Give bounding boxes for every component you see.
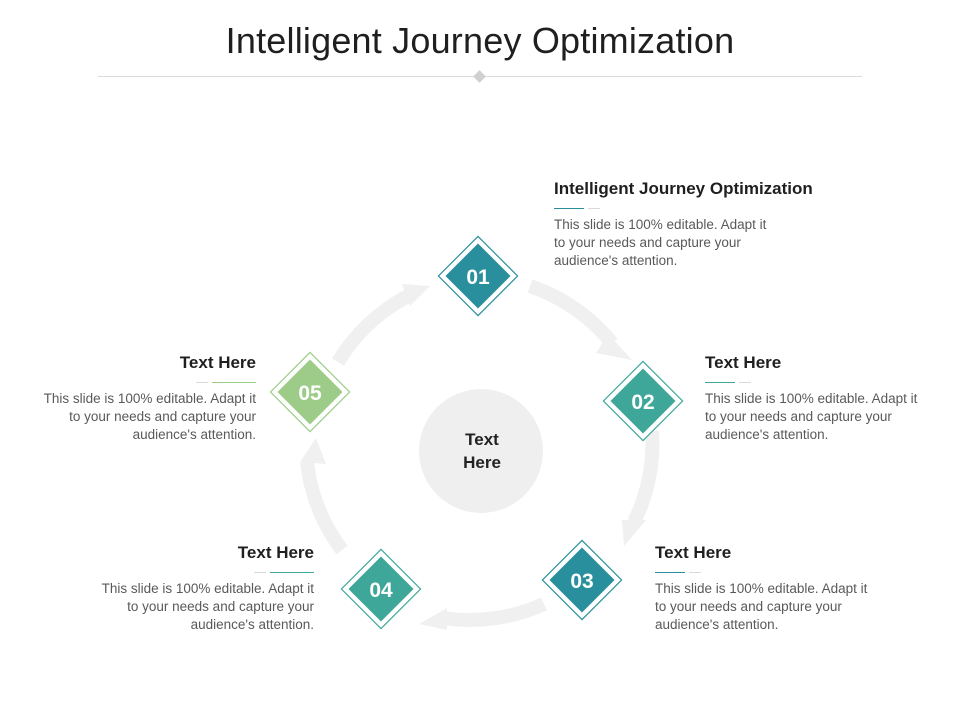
step-number-01: 01 xyxy=(466,266,490,289)
arc-03-04 xyxy=(441,597,547,627)
step-04-underline xyxy=(254,572,314,574)
step-04-text: Text Here This slide is 100% editable. A… xyxy=(88,543,314,634)
arrowhead-to-05 xyxy=(300,438,326,464)
step-number-03: 03 xyxy=(570,570,593,593)
arrowhead-to-04 xyxy=(419,608,447,630)
step-05-underline xyxy=(196,382,256,384)
step-number-05: 05 xyxy=(298,382,322,405)
step-05-heading: Text Here xyxy=(179,353,256,372)
step-marker-04: 04 xyxy=(340,548,422,630)
arrowhead-to-02 xyxy=(596,334,632,360)
step-05-description: This slide is 100% editable. Adapt it to… xyxy=(43,391,256,442)
step-marker-01: 01 xyxy=(437,235,519,317)
center-circle xyxy=(419,389,543,513)
step-number-02: 02 xyxy=(631,391,654,414)
step-marker-02: 02 xyxy=(602,360,684,442)
step-01-underline xyxy=(554,208,614,210)
step-marker-05: 05 xyxy=(269,351,351,433)
step-02-text: Text Here This slide is 100% editable. A… xyxy=(705,353,931,444)
center-label-line2: Here xyxy=(463,453,501,472)
arc-02-03 xyxy=(627,430,660,526)
step-03-heading: Text Here xyxy=(655,543,732,562)
arc-01-02 xyxy=(527,279,618,348)
step-01-text: Intelligent Journey Optimization This sl… xyxy=(554,179,854,270)
step-02-heading: Text Here xyxy=(705,353,782,372)
step-04-heading: Text Here xyxy=(237,543,314,562)
step-04-description: This slide is 100% editable. Adapt it to… xyxy=(101,581,314,632)
step-03-description: This slide is 100% editable. Adapt it to… xyxy=(655,581,868,632)
arc-04-05 xyxy=(300,461,348,555)
step-03-underline xyxy=(655,572,715,574)
step-02-description: This slide is 100% editable. Adapt it to… xyxy=(705,391,918,442)
slide-title: Intelligent Journey Optimization xyxy=(225,20,735,61)
arrowhead-to-01 xyxy=(402,284,430,306)
step-01-description: This slide is 100% editable. Adapt it to… xyxy=(554,217,767,268)
step-03-text: Text Here This slide is 100% editable. A… xyxy=(655,543,881,634)
step-02-underline xyxy=(705,382,765,384)
step-marker-03: 03 xyxy=(541,539,623,621)
center-label: Text Here xyxy=(420,428,544,474)
step-number-04: 04 xyxy=(369,579,393,602)
step-01-heading: Intelligent Journey Optimization xyxy=(554,179,813,198)
arrowhead-to-03 xyxy=(622,520,646,546)
arc-05-01 xyxy=(332,289,412,366)
center-label-line1: Text xyxy=(465,430,499,449)
cycle-ring xyxy=(300,279,660,627)
step-05-text: Text Here This slide is 100% editable. A… xyxy=(30,353,256,444)
